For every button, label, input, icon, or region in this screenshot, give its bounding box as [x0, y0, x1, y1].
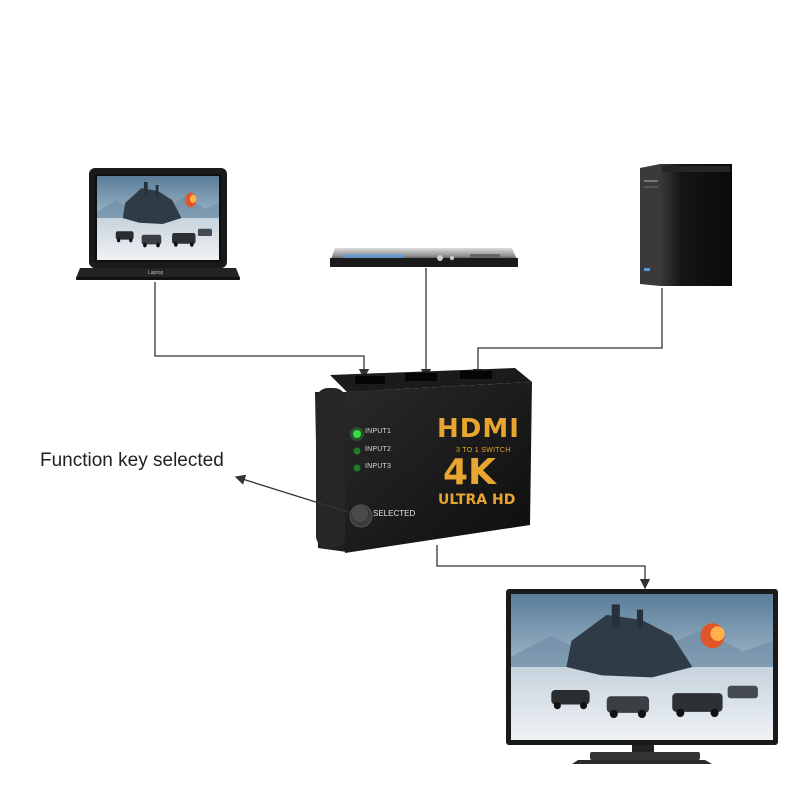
resolution-4k: 4K: [443, 452, 496, 493]
led-input2: [353, 447, 361, 455]
input-cables: [154, 268, 663, 380]
ultra-hd-label: ULTRA HD: [438, 492, 516, 508]
hdmi-logo: HDMI: [437, 414, 520, 444]
led-input3: [353, 464, 361, 472]
led-input1: [353, 430, 361, 438]
output-cable: [436, 545, 651, 590]
selected-label: SELECTED: [373, 509, 416, 518]
input1-label: INPUT1: [365, 428, 392, 435]
dvd-player-icon: [330, 248, 518, 267]
input3-label: INPUT3: [365, 463, 392, 470]
laptop-icon: [76, 168, 240, 280]
input2-label: INPUT2: [365, 446, 392, 453]
function-key-label: Function key selected: [40, 450, 224, 471]
tv-monitor-icon: [506, 589, 778, 764]
laptop-brand: Laptop: [148, 270, 164, 276]
switch-subtitle: 3 TO 1 SWITCH: [456, 447, 511, 454]
function-key-arrow: [234, 474, 352, 514]
desktop-tower-icon: [640, 164, 732, 286]
hdmi-switch-icon: [315, 368, 532, 553]
